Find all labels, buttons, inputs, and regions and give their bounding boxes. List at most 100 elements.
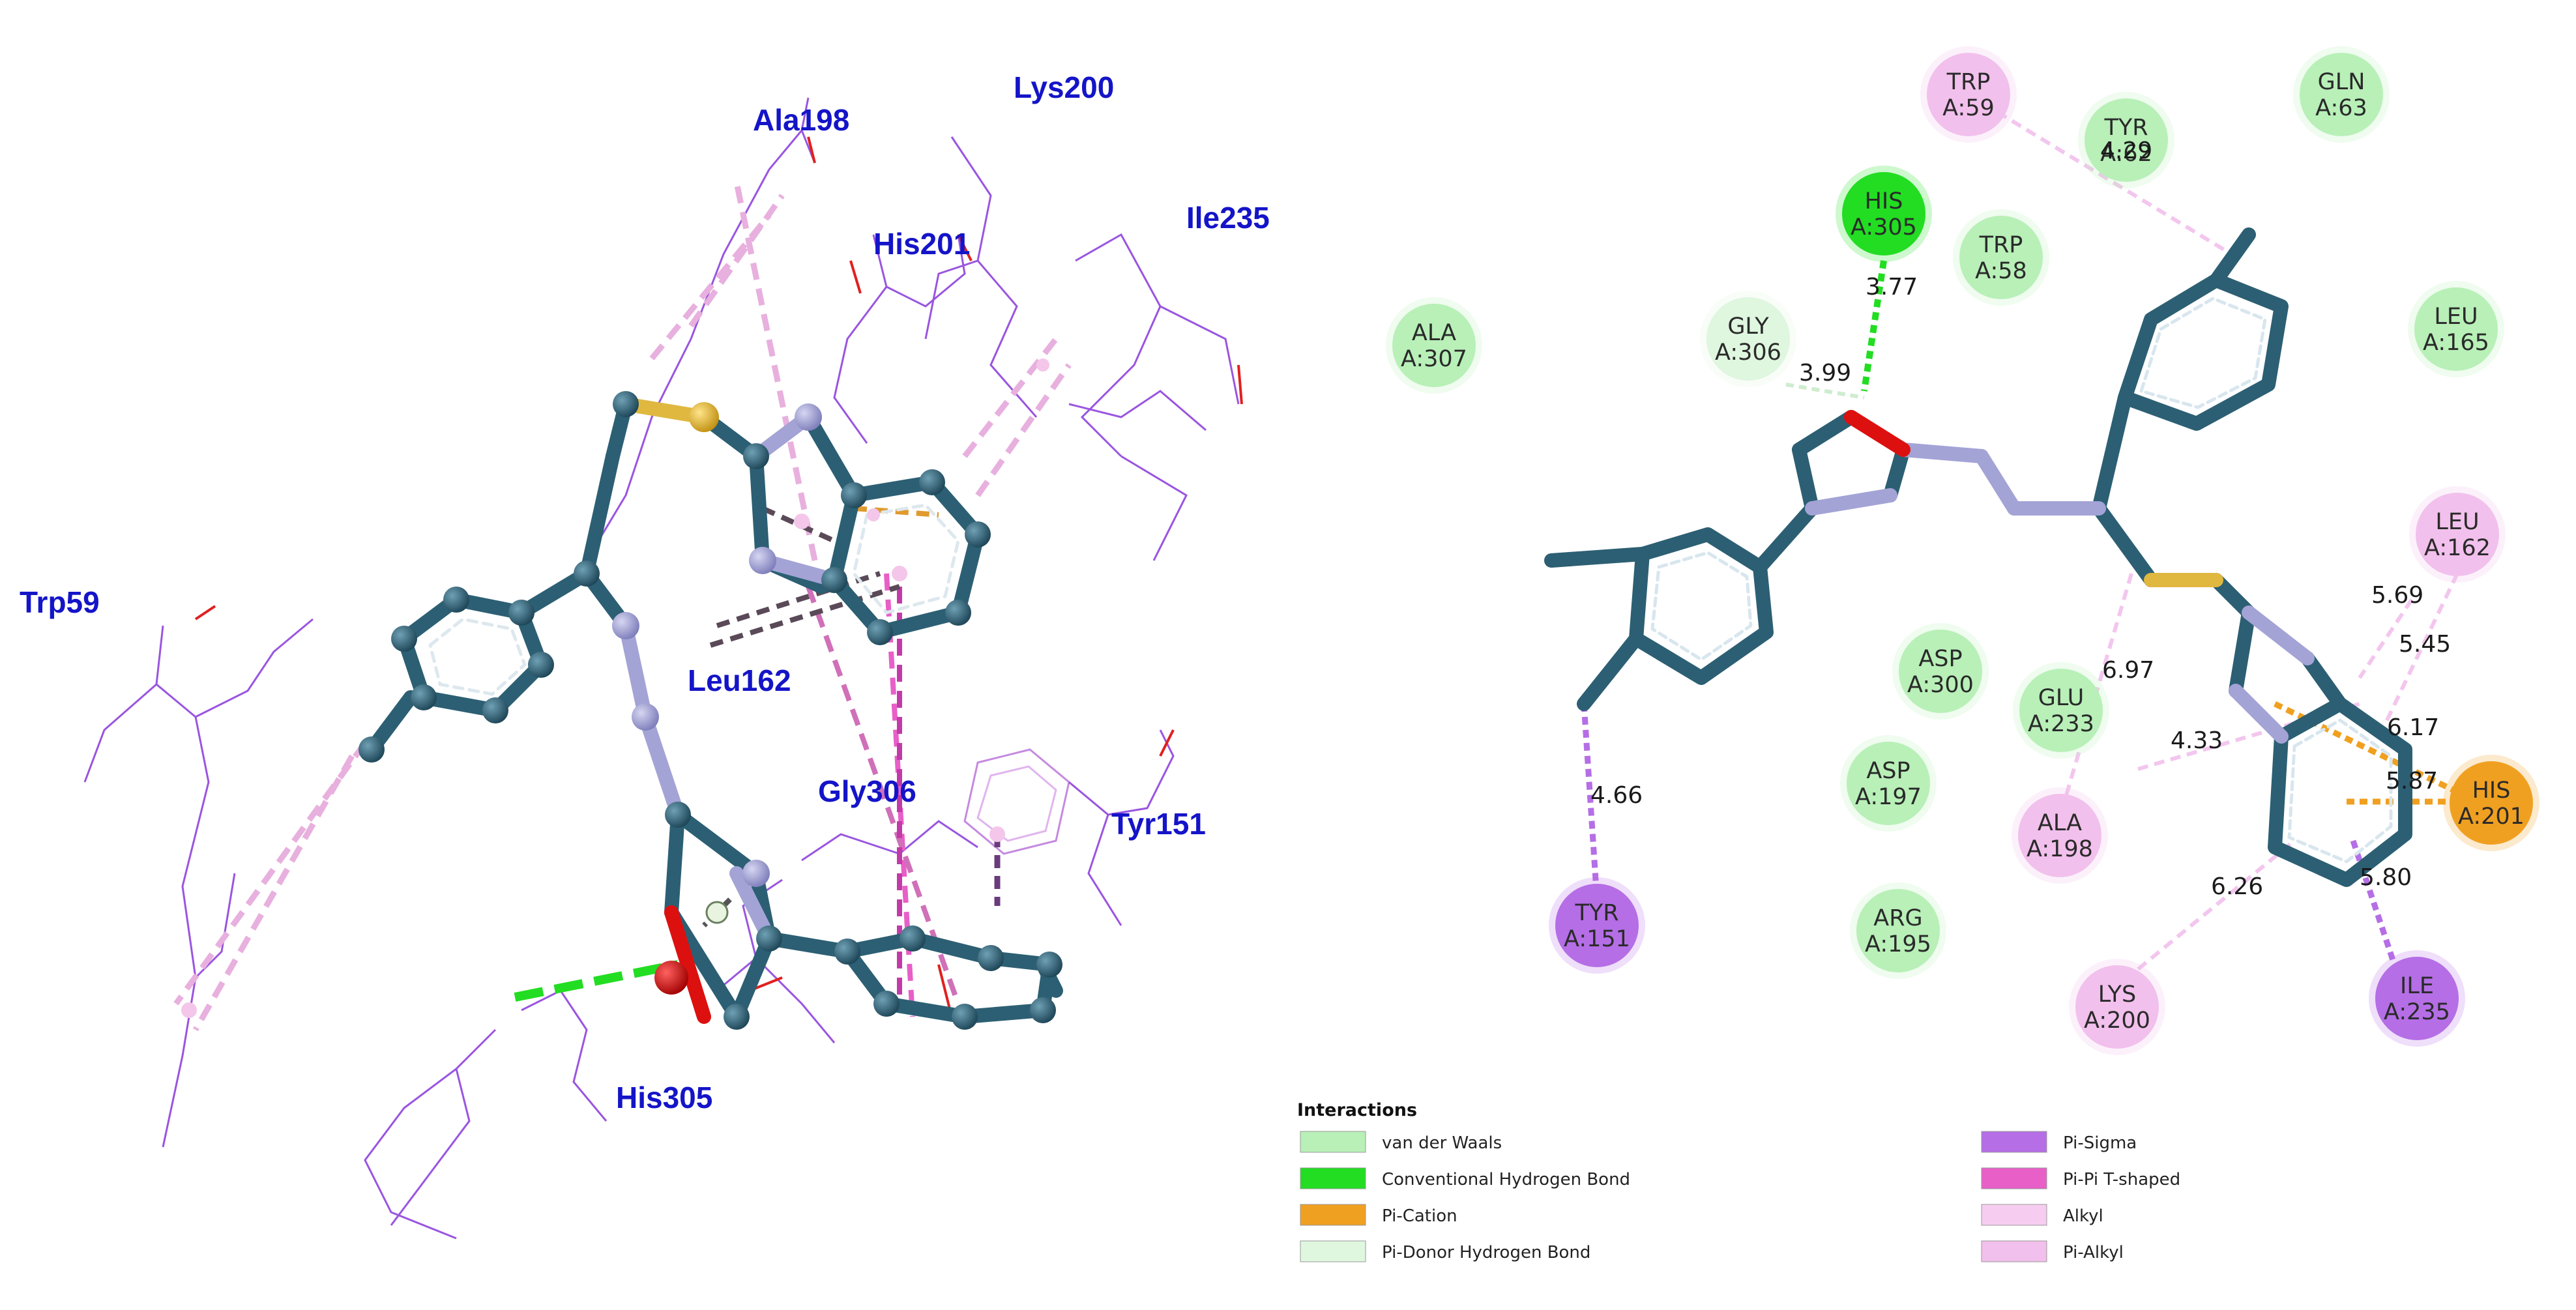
legend-swatch [1981,1240,2047,1262]
legend-swatch [1981,1204,2047,1226]
legend-item: Alkyl [1981,1204,2103,1226]
legend-swatch [1981,1167,2047,1189]
ligand-3d [181,358,1063,1030]
legend-swatch [1300,1204,1366,1226]
distance-label: 6.97 [2102,657,2154,684]
residue-circle [2450,761,2533,845]
residue-circle [1856,889,1940,972]
residue-circle [1392,304,1476,387]
residue-name: ALA [1412,320,1456,346]
residue-id: A:62 [2100,141,2152,167]
distance-label: 4.29 [2100,138,2152,164]
residue-name: LEU [2435,509,2479,535]
legend-label: Conventional Hydrogen Bond [1382,1170,1630,1189]
legend-swatch [1300,1240,1366,1262]
residue-name: GLY [1727,313,1769,340]
label-tyr151: Tyr151 [1111,807,1206,841]
residue-id: A:197 [1855,784,1922,810]
legend-label: Pi-Donor Hydrogen Bond [1382,1243,1590,1262]
residue-circle [2075,965,2159,1049]
residue-circle [2085,98,2168,182]
residue-disks: TRPA:59GLNA:63TYRA:62HISA:305TRPA:58ALAA… [1386,46,2539,1055]
residue-circle [2416,493,2499,576]
residue-id: A:59 [1942,95,1995,121]
residue-name: LYS [2098,982,2136,1008]
label-gly306: Gly306 [818,774,916,808]
legend-label: van der Waals [1382,1133,1502,1153]
residue-name: TYR [1574,900,1618,926]
distance-label: 6.17 [2387,714,2439,741]
distance-label: 5.87 [2386,768,2438,794]
legend-label: Pi-Alkyl [2063,1243,2124,1262]
residue-id: A:63 [2315,95,2367,121]
residue-name: ALA [2038,810,2082,836]
distance-label: 6.26 [2211,873,2263,900]
legend-item: Conventional Hydrogen Bond [1300,1167,1630,1189]
label-trp59: Trp59 [20,585,100,619]
residue-circle [2018,794,2101,877]
label-his305: His305 [616,1081,712,1114]
residue-name: HIS [2472,778,2511,804]
legend-item: Pi-Sigma [1981,1131,2137,1153]
residue-id: A:162 [2424,535,2491,561]
residue-circle [1706,297,1790,381]
residue-name: TRP [1979,232,2023,258]
residue-circle [1842,172,1925,255]
label-his201: His201 [873,227,970,261]
residue-id: A:305 [1851,214,1917,240]
residue-name: ASP [1918,646,1962,672]
residue-circle [1555,884,1639,967]
residue-id: A:306 [1715,340,1781,366]
residue-id: A:235 [2384,999,2450,1025]
distance-label: 3.99 [1799,360,1851,386]
legend-label: Pi-Sigma [2063,1133,2137,1153]
residue-circle [2414,287,2498,371]
distance-label: 5.80 [2360,864,2412,891]
interaction-lines-2d [1581,93,2465,993]
residue-name: TRP [1946,69,1991,95]
residue-id: A:200 [2084,1008,2150,1034]
panel-2d-diagram: TRPA:59GLNA:63TYRA:62HISA:305TRPA:58ALAA… [1297,46,2539,1262]
label-ala198: Ala198 [753,103,849,137]
legend-item: Pi-Cation [1300,1204,1457,1226]
residue-id: A:198 [2027,836,2093,862]
residue-id: A:201 [2458,804,2525,830]
residue-id: A:165 [2423,330,2489,356]
distance-label: 3.77 [1866,274,1918,300]
residue-name: ASP [1866,758,1910,784]
residue-circle [1927,53,2010,136]
residue-id: A:300 [1907,672,1974,698]
distance-label: 5.45 [2399,631,2451,658]
residue-name: ILE [2400,973,2434,999]
residue-id: A:307 [1401,346,1467,372]
legend-item: Pi-Donor Hydrogen Bond [1300,1240,1590,1262]
residue-circle [1899,630,1982,713]
distance-label: 5.69 [2371,582,2423,609]
legend-label: Pi-Pi T-shaped [2063,1170,2180,1189]
residue-circle [2019,669,2103,752]
residue-name: HIS [1865,188,1903,214]
legend-item: Pi-Pi T-shaped [1981,1167,2180,1189]
residue-circle [2300,53,2383,136]
residue-circle [2375,957,2459,1040]
panel-3d-pose: Ala198 Lys200 His201 Ile235 Trp59 Leu162… [20,70,1270,1240]
ligand-2d [1544,227,2412,887]
legend-swatch [1300,1167,1366,1189]
residue-name: GLN [2318,69,2365,95]
legend-title: Interactions [1297,1100,1417,1120]
legend-swatch [1981,1131,2047,1153]
